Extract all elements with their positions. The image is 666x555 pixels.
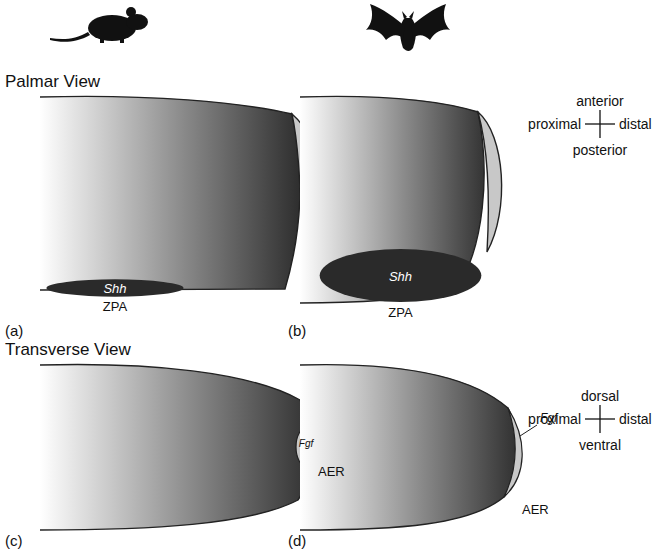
panel-letter: (d) <box>288 532 306 549</box>
zpa-region: ShhZPA <box>45 279 185 297</box>
aer-cap <box>478 112 502 252</box>
text-label: AER <box>318 465 345 480</box>
text-label: distal <box>619 116 652 132</box>
panel-letter: (c) <box>5 532 23 549</box>
region-label: ZPA <box>388 305 412 320</box>
aer-cap <box>504 408 522 497</box>
text-label: AER <box>522 503 549 518</box>
text-label: ventral <box>579 437 621 453</box>
axis-cross <box>585 110 615 433</box>
text-label: Transverse View <box>5 340 131 360</box>
limb-bud <box>40 364 313 530</box>
text-label: proximal <box>528 411 581 427</box>
bat-silhouette <box>366 4 450 51</box>
text-label: anterior <box>576 93 623 109</box>
text-label: Palmar View <box>5 72 100 92</box>
panel-letter: (a) <box>5 322 23 339</box>
panel-letter: (b) <box>288 322 306 339</box>
zpa-region: ShhZPA <box>318 248 483 303</box>
region-label: ZPA <box>103 299 127 314</box>
text-label: posterior <box>573 142 627 158</box>
text-label: Fgf <box>299 438 313 450</box>
limb-bud <box>300 365 519 530</box>
text-label: proximal <box>528 116 581 132</box>
limb-bud <box>40 96 300 290</box>
limb-bud <box>300 96 484 303</box>
text-label: dorsal <box>581 388 619 404</box>
gene-label: Shh <box>103 281 126 296</box>
gene-label: Shh <box>389 268 412 283</box>
mouse-silhouette <box>50 7 148 43</box>
text-label: distal <box>619 411 652 427</box>
